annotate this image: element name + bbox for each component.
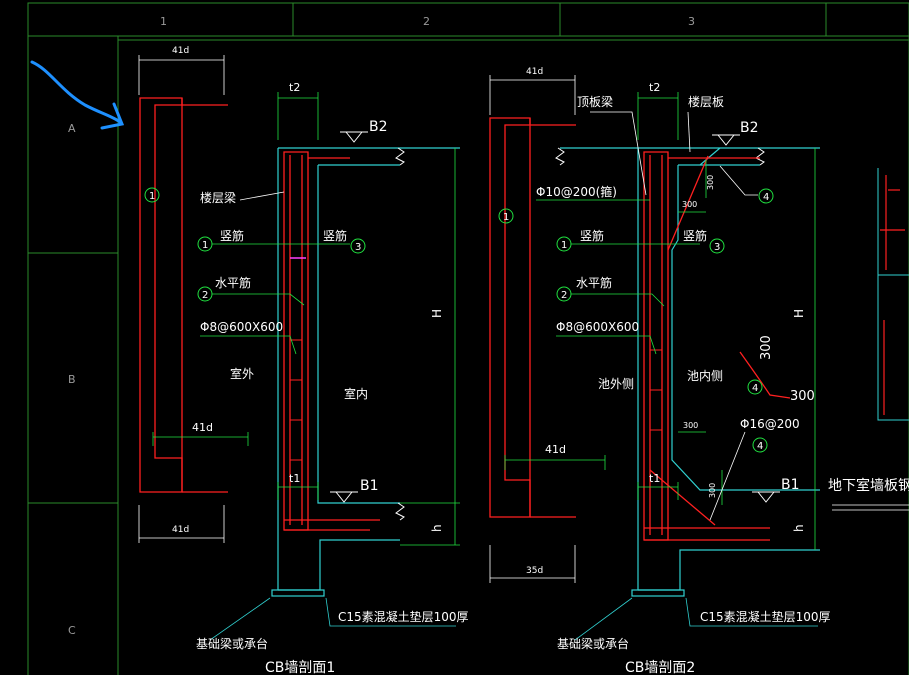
bar-1-shape-right xyxy=(489,117,531,518)
top-bar-spec: Φ10@200(箍) xyxy=(536,184,617,199)
dim-top-41d xyxy=(138,55,225,95)
height-h: H xyxy=(430,309,444,318)
dim-mid-41d-right xyxy=(504,455,606,470)
level-b1-right: B1 xyxy=(781,477,800,493)
section-2: 41d 41d 35d 1 xyxy=(489,67,831,675)
grid-row-b: B xyxy=(68,373,76,386)
haunch-dims-top xyxy=(678,160,707,213)
vertical-bar-num: 1 xyxy=(202,240,208,251)
section-1-title: CB墙剖面1 xyxy=(265,660,335,675)
hand-drawn-arrow xyxy=(30,60,125,130)
dim-bottom-label-right: 35d xyxy=(526,566,543,576)
detail-num: 4 xyxy=(752,383,758,394)
grid-row-a: A xyxy=(68,122,76,135)
grid-column-2: 2 xyxy=(423,15,430,28)
outside-label-right: 池外侧 xyxy=(598,377,634,391)
inside-label: 室内 xyxy=(344,386,368,401)
inner-vertical-num-right: 3 xyxy=(714,242,720,253)
floor-beam-label: 楼层梁 xyxy=(200,190,236,205)
detail-dim-vertical: 300 xyxy=(759,335,774,360)
height-h-right: H xyxy=(792,309,806,318)
bottom-haunch-dim-b: 300 xyxy=(708,483,717,498)
dim-top-label-right: 41d xyxy=(526,67,543,77)
drawing-frame xyxy=(27,2,909,675)
level-b1: B1 xyxy=(360,478,379,494)
side-note: 地下室墙板钢筋 xyxy=(828,477,909,494)
dim-mid-label-right: 41d xyxy=(545,443,566,456)
bar-1-marker-right: 1 xyxy=(503,212,509,223)
floor-slab-label: 楼层板 xyxy=(688,94,724,109)
partial-drawing-edge: 地下室墙板钢筋 xyxy=(828,168,909,511)
dim-mid-label: 41d xyxy=(192,421,213,434)
t2-label: t2 xyxy=(289,81,300,94)
wall-ties xyxy=(290,339,302,461)
wall-ties-right xyxy=(650,349,662,431)
vertical-bar-num-right: 1 xyxy=(561,240,567,251)
bar-1-shape xyxy=(139,97,183,493)
tie-spec: Φ8@600X600 xyxy=(200,320,283,334)
detail-dim-horizontal: 300 xyxy=(790,389,815,404)
dim-t2-right xyxy=(637,92,679,140)
dim-t2 xyxy=(277,92,319,140)
section-2-title: CB墙剖面2 xyxy=(625,660,695,675)
dim-t1 xyxy=(277,482,319,500)
tie-spec-right: Φ8@600X600 xyxy=(556,320,639,334)
vertical-bar-label-right: 竖筋 xyxy=(580,228,604,243)
vertical-bar-label: 竖筋 xyxy=(220,228,244,243)
cushion-label: C15素混凝土垫层100厚 xyxy=(338,609,469,624)
t2-label-right: t2 xyxy=(649,81,660,94)
haunch-dim-b: 300 xyxy=(682,200,697,209)
level-b2-right: B2 xyxy=(740,120,759,136)
dim-top-label: 41d xyxy=(172,46,189,56)
inside-label-right: 池内侧 xyxy=(687,369,723,383)
haunch-dims-bottom xyxy=(678,431,723,505)
level-b2-mark xyxy=(340,131,368,143)
dim-bottom-41d xyxy=(138,505,225,543)
level-b1-mark xyxy=(330,491,358,503)
wall-break-marks-right xyxy=(555,147,765,166)
grid-row-c: C xyxy=(68,624,76,637)
dim-t1-right xyxy=(637,482,679,500)
horizontal-num: 2 xyxy=(202,290,208,301)
bar-1-marker: 1 xyxy=(149,191,155,202)
foundation-label: 基础梁或承台 xyxy=(196,636,268,651)
grid-column-1: 1 xyxy=(160,15,167,28)
cushion-label-right: C15素混凝土垫层100厚 xyxy=(700,609,831,624)
haunch-dim-a: 300 xyxy=(706,175,715,190)
section-1: 41d 41d 41d 1 xyxy=(138,46,469,675)
dim-bottom-label: 41d xyxy=(172,525,189,535)
dim-mid-41d xyxy=(152,432,249,446)
grid-labels: 1 2 3 A B C xyxy=(68,15,695,637)
dim-bottom-35d xyxy=(489,545,576,583)
level-b1-mark-right xyxy=(752,491,780,503)
foundation-label-right: 基础梁或承台 xyxy=(557,636,629,651)
bottom-bar-num: 4 xyxy=(757,441,763,452)
wall-rebar-right xyxy=(643,151,791,541)
outside-label: 室外 xyxy=(230,366,254,381)
horizontal-label: 水平筋 xyxy=(215,275,251,290)
wall-break-marks xyxy=(395,147,405,521)
dim-height xyxy=(400,148,460,546)
bottom-bar-spec: Φ16@200 xyxy=(740,417,800,431)
inner-vertical-label-right: 竖筋 xyxy=(683,228,707,243)
level-b2: B2 xyxy=(369,119,388,135)
t1-label: t1 xyxy=(289,472,300,485)
inner-vertical-label: 竖筋 xyxy=(323,228,347,243)
horizontal-label-right: 水平筋 xyxy=(576,275,612,290)
wall-outline xyxy=(271,147,460,597)
height-small-h: h xyxy=(430,524,444,532)
inner-vertical-num: 3 xyxy=(355,242,361,253)
height-small-h-right: h xyxy=(792,524,806,532)
bottom-haunch-dim-a: 300 xyxy=(683,421,698,430)
t1-label-right: t1 xyxy=(649,472,660,485)
roof-beam-label: 顶板梁 xyxy=(577,94,613,109)
horizontal-num-right: 2 xyxy=(561,290,567,301)
bar-4-top: 4 xyxy=(763,192,769,203)
level-b2-mark-right xyxy=(712,134,740,146)
dim-top-41d-right xyxy=(489,75,576,115)
grid-column-3: 3 xyxy=(688,15,695,28)
